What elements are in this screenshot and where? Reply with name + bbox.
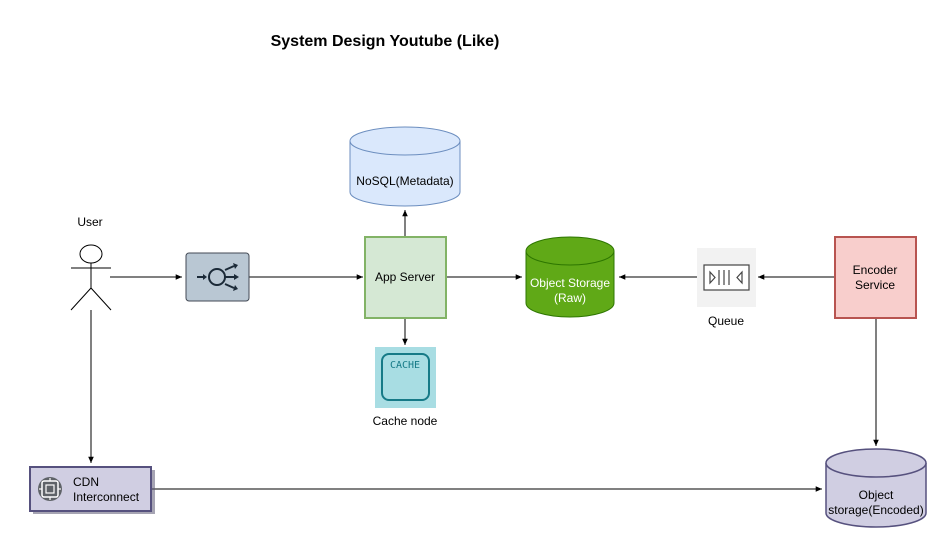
app-server-node[interactable]: App Server xyxy=(364,236,447,319)
object-storage-encoded-label-line1: Object xyxy=(859,488,894,502)
encoder-label-line1: Encoder xyxy=(853,263,898,277)
load-balancer-icon xyxy=(197,263,239,291)
cdn-interconnect-icon xyxy=(38,477,62,501)
load-balancer-node[interactable] xyxy=(185,252,250,302)
object-storage-encoded-node[interactable]: Object storage(Encoded) xyxy=(825,448,927,528)
object-storage-raw-label-line2: (Raw) xyxy=(554,291,586,305)
cache-node[interactable]: CACHE Cache node xyxy=(373,347,438,428)
user-label: User xyxy=(77,215,102,229)
queue-label: Queue xyxy=(708,314,744,328)
nosql-label: NoSQL(Metadata) xyxy=(356,174,453,188)
cache-label: Cache node xyxy=(373,414,438,428)
nosql-database-node[interactable]: NoSQL(Metadata) xyxy=(349,126,461,207)
cache-icon: CACHE xyxy=(381,353,430,401)
user-node[interactable]: User xyxy=(70,215,112,311)
user-actor-icon xyxy=(70,244,112,311)
cdn-interconnect-node[interactable]: CDN Interconnect xyxy=(29,466,155,514)
cdn-label-line1: CDN xyxy=(73,475,99,489)
object-storage-encoded-label-line2: storage(Encoded) xyxy=(828,503,923,517)
app-server-label: App Server xyxy=(375,270,435,284)
queue-icon xyxy=(703,264,750,291)
diagram-title: System Design Youtube (Like) xyxy=(271,33,500,50)
encoder-label-line2: Service xyxy=(855,278,895,292)
object-storage-raw-label-line1: Object Storage xyxy=(530,276,610,290)
encoder-service-node[interactable]: Encoder Service xyxy=(834,236,917,319)
cdn-label-line2: Interconnect xyxy=(73,490,140,504)
object-storage-raw-node[interactable]: Object Storage (Raw) xyxy=(525,236,615,318)
queue-node[interactable]: Queue xyxy=(697,248,756,328)
cache-icon-text: CACHE xyxy=(390,360,420,371)
